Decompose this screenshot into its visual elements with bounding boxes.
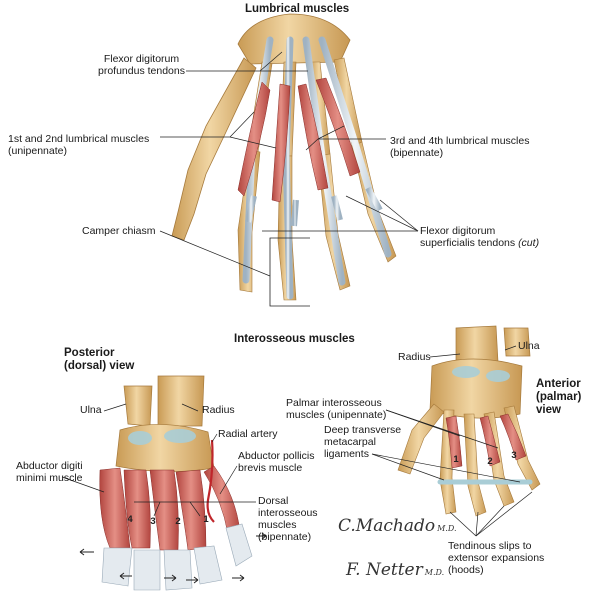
dorsal-number: 2 [175, 516, 180, 527]
label-line: interosseous [258, 507, 318, 519]
palmar-hand-drawing [397, 325, 541, 517]
dorsal-interosseous-numbers: 4 3 2 1 [127, 514, 209, 527]
label-radius-left: Radius [202, 404, 235, 416]
label-ulna-left: Ulna [80, 404, 102, 416]
label-line: (bipennate) [390, 147, 444, 159]
label-line: ligaments [324, 448, 369, 460]
posterior-view-line: Posterior [64, 347, 115, 359]
label-line: brevis muscle [238, 462, 303, 474]
label-line: 1st and 2nd lumbrical muscles [8, 133, 150, 145]
label-camper-chiasm: Camper chiasm [82, 225, 156, 237]
palmar-number: 3 [511, 450, 516, 461]
label-line: (hoods) [448, 564, 484, 576]
label-text-italic: (cut) [518, 237, 540, 249]
palmar-interosseous-numbers: 1 2 3 [453, 450, 516, 467]
label-abductor-digiti-minimi: Abductor digiti minimi muscle [16, 460, 83, 484]
posterior-view-heading: Posterior (dorsal) view [64, 347, 134, 373]
label-line: Palmar interosseous [286, 397, 382, 409]
anterior-view-heading: Anterior (palmar) view [536, 378, 581, 417]
label-line: Deep transverse [324, 424, 402, 436]
posterior-view-line: (dorsal) view [64, 360, 135, 372]
dorsal-hand-drawing [79, 375, 267, 591]
label-line: extensor expansions [448, 552, 545, 564]
label-line: Dorsal [258, 495, 289, 507]
lumbrical-hand-drawing [171, 13, 397, 307]
label-ulna-right: Ulna [518, 340, 540, 352]
label-fdp-tendons: Flexor digitorum profundus tendons [98, 53, 185, 77]
label-line: muscles (unipennate) [286, 409, 387, 421]
interosseous-title: Interosseous muscles [234, 333, 355, 345]
anterior-view-line: Anterior [536, 378, 581, 390]
signature-text: C.Machado [338, 516, 436, 536]
label-text: superficialis tendons [420, 237, 516, 249]
anterior-view-line: (palmar) [536, 391, 582, 403]
label-line: metacarpal [324, 436, 376, 448]
label-line: muscles [258, 519, 297, 531]
palmar-number: 1 [453, 454, 459, 465]
dorsal-number: 1 [203, 514, 209, 525]
label-fds-tendons: Flexor digitorum superficialis tendons (… [420, 225, 539, 249]
signature-sub: M.D. [424, 568, 445, 577]
label-line: Abductor digiti [16, 460, 83, 472]
label-radial-artery: Radial artery [218, 428, 278, 440]
label-deep-transverse: Deep transverse metacarpal ligaments [324, 424, 401, 460]
label-lumbricals-3-4: 3rd and 4th lumbrical muscles (bipennate… [390, 135, 529, 159]
signature-text: F. Netter [346, 560, 423, 580]
label-line: Tendinous slips to [448, 540, 532, 552]
label-lumbricals-1-2: 1st and 2nd lumbrical muscles (unipennat… [8, 133, 149, 157]
anterior-view-line: view [536, 404, 561, 416]
label-line: minimi muscle [16, 472, 83, 484]
label-line: Abductor pollicis [238, 450, 315, 462]
label-abductor-pollicis-brevis: Abductor pollicis brevis muscle [238, 450, 314, 474]
dorsal-number: 3 [150, 516, 155, 527]
dorsal-leader-lines [61, 403, 256, 517]
label-line: profundus tendons [98, 65, 185, 77]
label-line: Flexor digitorum [420, 225, 496, 237]
label-tendinous-slips: Tendinous slips to extensor expansions (… [448, 540, 544, 576]
label-palmar-interossei: Palmar interosseous muscles (unipennate) [286, 397, 386, 421]
signature-sub: M.D. [437, 524, 457, 533]
label-line: Flexor digitorum [103, 53, 180, 65]
label-line: (bipennate) [258, 531, 312, 543]
label-line: (unipennate) [8, 145, 67, 157]
label-radius-right: Radius [398, 351, 431, 363]
dorsal-number: 4 [127, 514, 133, 525]
palmar-leader-lines [371, 345, 533, 537]
top-leader-lines [159, 51, 419, 277]
label-line: superficialis tendons (cut) [420, 237, 539, 249]
label-dorsal-interossei: Dorsal interosseous muscles (bipennate) [258, 495, 318, 543]
label-line: 3rd and 4th lumbrical muscles [390, 135, 530, 147]
palmar-number: 2 [487, 456, 492, 467]
lumbrical-title: Lumbrical muscles [245, 3, 350, 15]
